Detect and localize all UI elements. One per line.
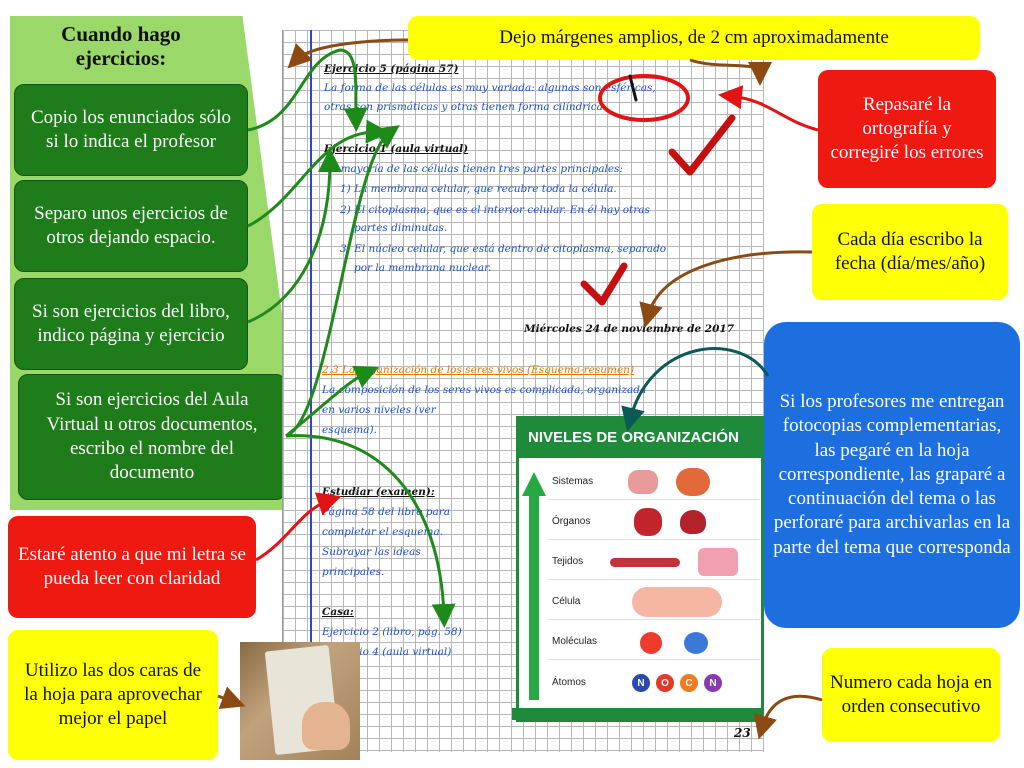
checkmark-icon	[628, 74, 638, 102]
level-label: Átomos	[552, 676, 586, 688]
cell-icon	[632, 587, 722, 617]
molecule-icon	[640, 632, 662, 654]
levels-chart-base	[512, 708, 764, 720]
lungs-icon	[676, 468, 710, 496]
atom-icon: N	[632, 674, 650, 692]
teacher-marks	[580, 74, 736, 306]
note-date: Cada día escribo la fecha (día/mes/año)	[812, 204, 1008, 300]
page-number: 23	[734, 726, 751, 740]
level-row-celula: Célula	[548, 584, 760, 620]
notebook-margin-line	[310, 30, 312, 752]
note-paper: Utilizo las dos caras de la hoja para ap…	[8, 630, 218, 760]
notebook-line: otras son prismáticas y otras tienen for…	[324, 101, 607, 113]
note-numbering: Numero cada hoja en orden consecutivo	[822, 648, 1000, 742]
notebook-photo	[240, 642, 360, 760]
note-handwriting: Estaré atento a que mi letra se pueda le…	[8, 516, 256, 618]
arrow-icon	[217, 686, 246, 710]
arrow-icon	[753, 694, 823, 740]
arrow-icon	[255, 492, 342, 562]
arrow-icon	[285, 365, 379, 438]
notebook-line: partes diminutas.	[354, 222, 448, 234]
notebook-line: por la membrana nuclear.	[354, 262, 492, 274]
notebook-line: Casa:	[322, 606, 354, 618]
level-row-tejidos: Tejidos	[548, 544, 760, 580]
notebook-line: Subrayar las ideas	[322, 546, 421, 558]
level-label: Tejidos	[552, 556, 584, 567]
notebook-date: Miércoles 24 de noviembre de 2017	[524, 323, 735, 335]
notebook-line: 2.3 La organización de los seres vivos (…	[322, 364, 635, 376]
notebook-line: principales.	[322, 566, 385, 578]
tissue-cells-icon	[698, 548, 738, 576]
arrow-icon	[247, 48, 368, 132]
notebook-line: La mayoría de las células tienen tres pa…	[324, 163, 623, 175]
level-label: Órganos	[552, 516, 591, 527]
hand-image	[302, 702, 350, 750]
level-row-organos: Órganos	[548, 504, 760, 540]
tip-copy-statements: Copio los enunciados sólo si lo indica e…	[14, 84, 248, 176]
level-label: Célula	[552, 596, 581, 607]
arrow-icon	[689, 58, 772, 86]
notebook-line: La composición de los seres vivos es com…	[322, 384, 647, 396]
arrow-icon	[285, 125, 400, 438]
arrow-icon	[287, 38, 409, 69]
tip-separate-exercises: Separo unos ejercicios de otros dejando …	[14, 180, 248, 272]
notebook-line: La forma de las células es muy variada: …	[324, 82, 656, 94]
arrow-icon	[247, 148, 342, 324]
tip-book-exercises: Si son ejercicios del libro, indico pági…	[14, 278, 248, 370]
atom-icon: C	[680, 674, 698, 692]
arrow-icon	[621, 347, 770, 432]
level-label: Moléculas	[552, 636, 598, 647]
notebook-line: Ejercicio 2 (libro, pág. 58)	[322, 626, 462, 638]
notebook-line: en varios niveles (ver	[322, 404, 436, 416]
atom-icon: N	[704, 674, 722, 692]
level-row-atomos: Átomos N O C N	[548, 664, 760, 700]
arrow-icon	[247, 119, 390, 228]
tissue-icon	[610, 558, 680, 567]
circle-mark-icon	[598, 74, 690, 122]
arrow-icon	[285, 434, 456, 628]
atom-icon: O	[656, 674, 674, 692]
note-margins: Dejo márgenes amplios, de 2 cm aproximad…	[408, 16, 980, 60]
level-row-sistemas: Sistemas	[548, 464, 760, 500]
notebook-line: Ejercicio 5 (página 57)	[324, 63, 459, 75]
notebook-line: 2) El citoplasma, que es el interior cel…	[340, 204, 650, 216]
level-row-moleculas: Moléculas	[548, 624, 760, 660]
notebook-line: esquema).	[322, 424, 377, 436]
notebook-line: Ejercicio 1 (aula virtual)	[324, 143, 469, 155]
notebook-line: 1) La membrana celular, que recubre toda…	[340, 183, 617, 195]
molecule-icon	[684, 632, 708, 654]
arrow-icon	[639, 250, 813, 328]
note-photocopies: Si los profesores me entregan fotocopias…	[764, 322, 1020, 628]
organ-system-icon	[628, 470, 658, 494]
kidney-icon	[680, 510, 706, 534]
checkmark-icon	[580, 262, 628, 306]
tip-virtual-classroom: Si son ejercicios del Aula Virtual u otr…	[18, 374, 286, 500]
notebook-line: completar el esquema.	[322, 526, 444, 538]
note-spelling: Repasaré la ortografía y corregiré los e…	[818, 70, 996, 188]
level-label: Sistemas	[552, 476, 594, 487]
checkmark-icon	[668, 114, 736, 176]
notebook-line: 3) El núcleo celular, que está dentro de…	[340, 243, 667, 255]
heart-icon	[634, 508, 662, 536]
levels-arrow-icon	[522, 472, 546, 700]
arrow-icon	[718, 85, 819, 132]
side-panel-title: Cuando hago ejercicios:	[61, 22, 181, 71]
